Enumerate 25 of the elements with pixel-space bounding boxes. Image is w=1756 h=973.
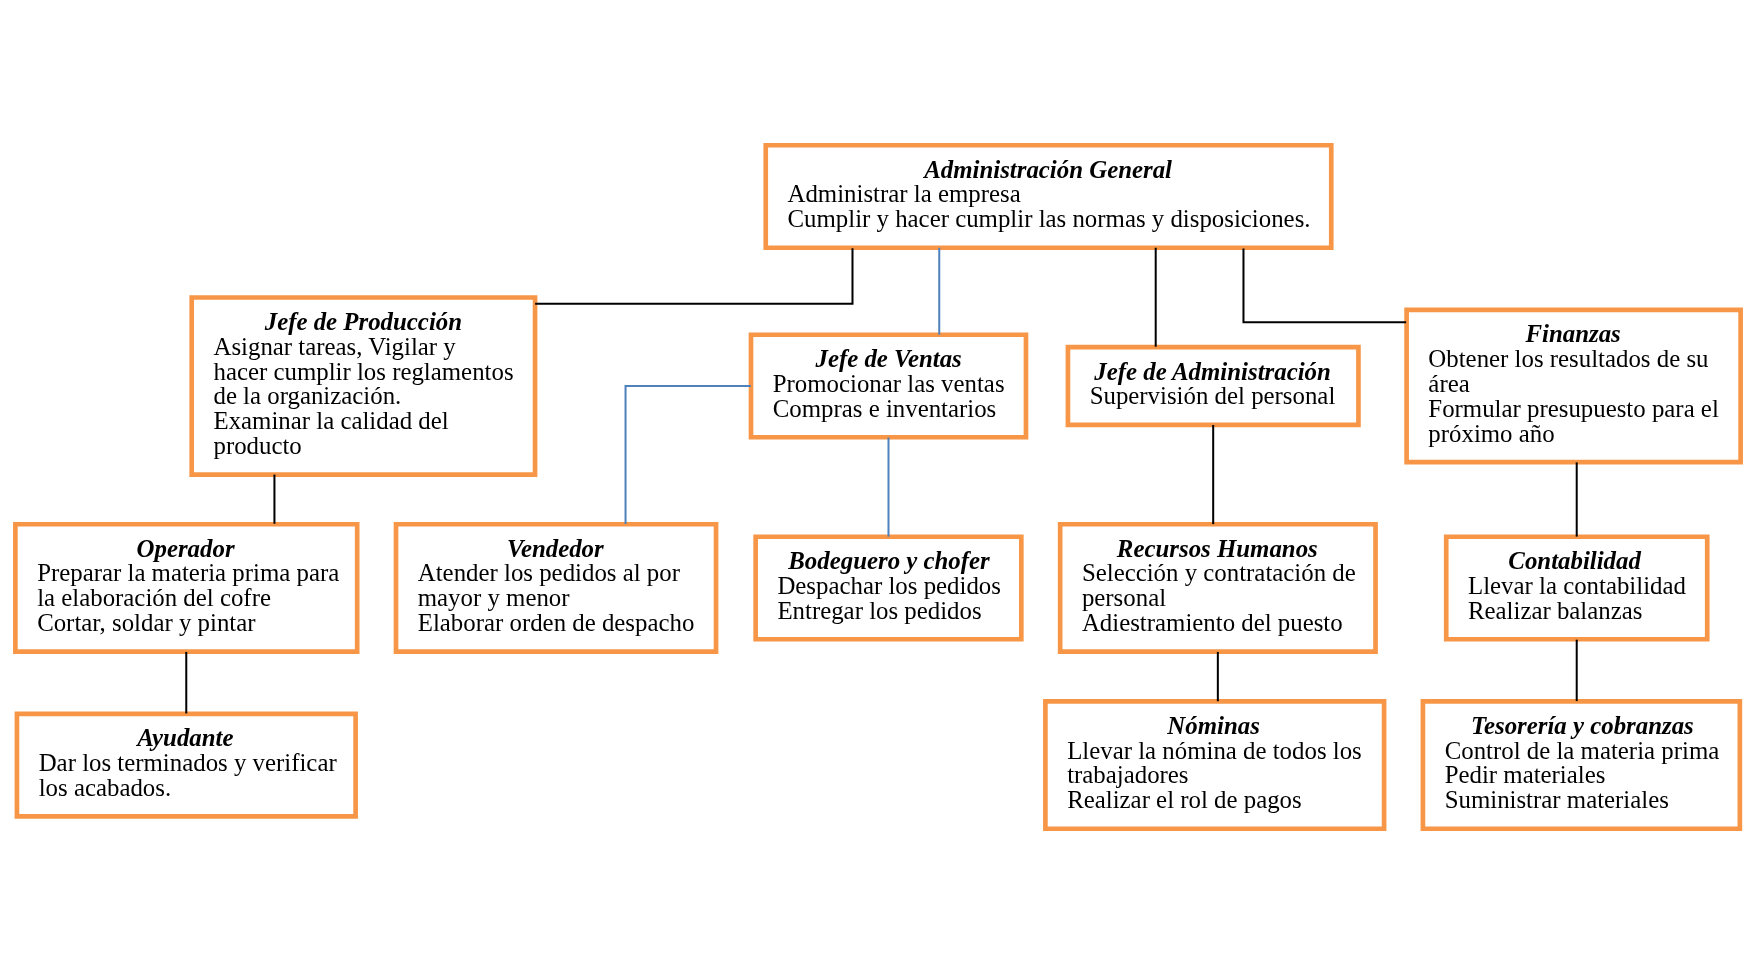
connector <box>185 651 188 713</box>
node-box: Bodeguero y chofer Despachar los pedidos Entregar los pedidos <box>753 533 1024 642</box>
connector <box>535 247 854 305</box>
connector <box>624 384 751 524</box>
connector <box>1575 461 1578 537</box>
connector <box>887 437 890 537</box>
node-box: Recursos Humanos Selección y contratación de personal Adiestramiento del puesto <box>1057 521 1378 654</box>
node-box: Vendedor Atender los pedidos al por mayor y menor Elaborar orden de despacho <box>393 521 719 654</box>
node-box: Jefe de Ventas Promocionar las ventas Compras e inventarios <box>748 331 1029 440</box>
node-box: Tesorería y cobranzas Control de la materia prima Pedir materiales Suministrar materiales <box>1420 698 1743 831</box>
node-box: Administración General Administrar la empresa Cumplir y hacer cumplir las normas y disposiciones. <box>763 142 1334 250</box>
node-box: Jefe de Administración Supervisión del personal <box>1065 344 1361 427</box>
node-box: Finanzas Obtener los resultados de su área Formular presupuesto para el próximo año <box>1404 307 1743 464</box>
connector <box>273 474 276 524</box>
connector <box>1154 247 1157 347</box>
connector <box>1242 247 1407 323</box>
node-box: Ayudante Dar los terminados y verificar los acabados. <box>14 711 358 819</box>
connector <box>938 247 941 335</box>
connector <box>1575 639 1578 701</box>
node-box: Contabilidad Llevar la contabilidad Realizar balanzas <box>1443 533 1710 642</box>
node-box: Jefe de Producción Asignar tareas, Vigilar y hacer cumplir los reglamentos de la organización. Examinar la calidad del producto <box>189 294 538 477</box>
node-box: Nóminas Llevar la nómina de todos los trabajadores Realizar el rol de pagos <box>1043 698 1387 831</box>
connector <box>1212 424 1215 524</box>
node-box: Operador Preparar la materia prima para la elaboración del cofre Cortar, soldar y pintar <box>13 521 360 654</box>
connector <box>1216 651 1219 701</box>
